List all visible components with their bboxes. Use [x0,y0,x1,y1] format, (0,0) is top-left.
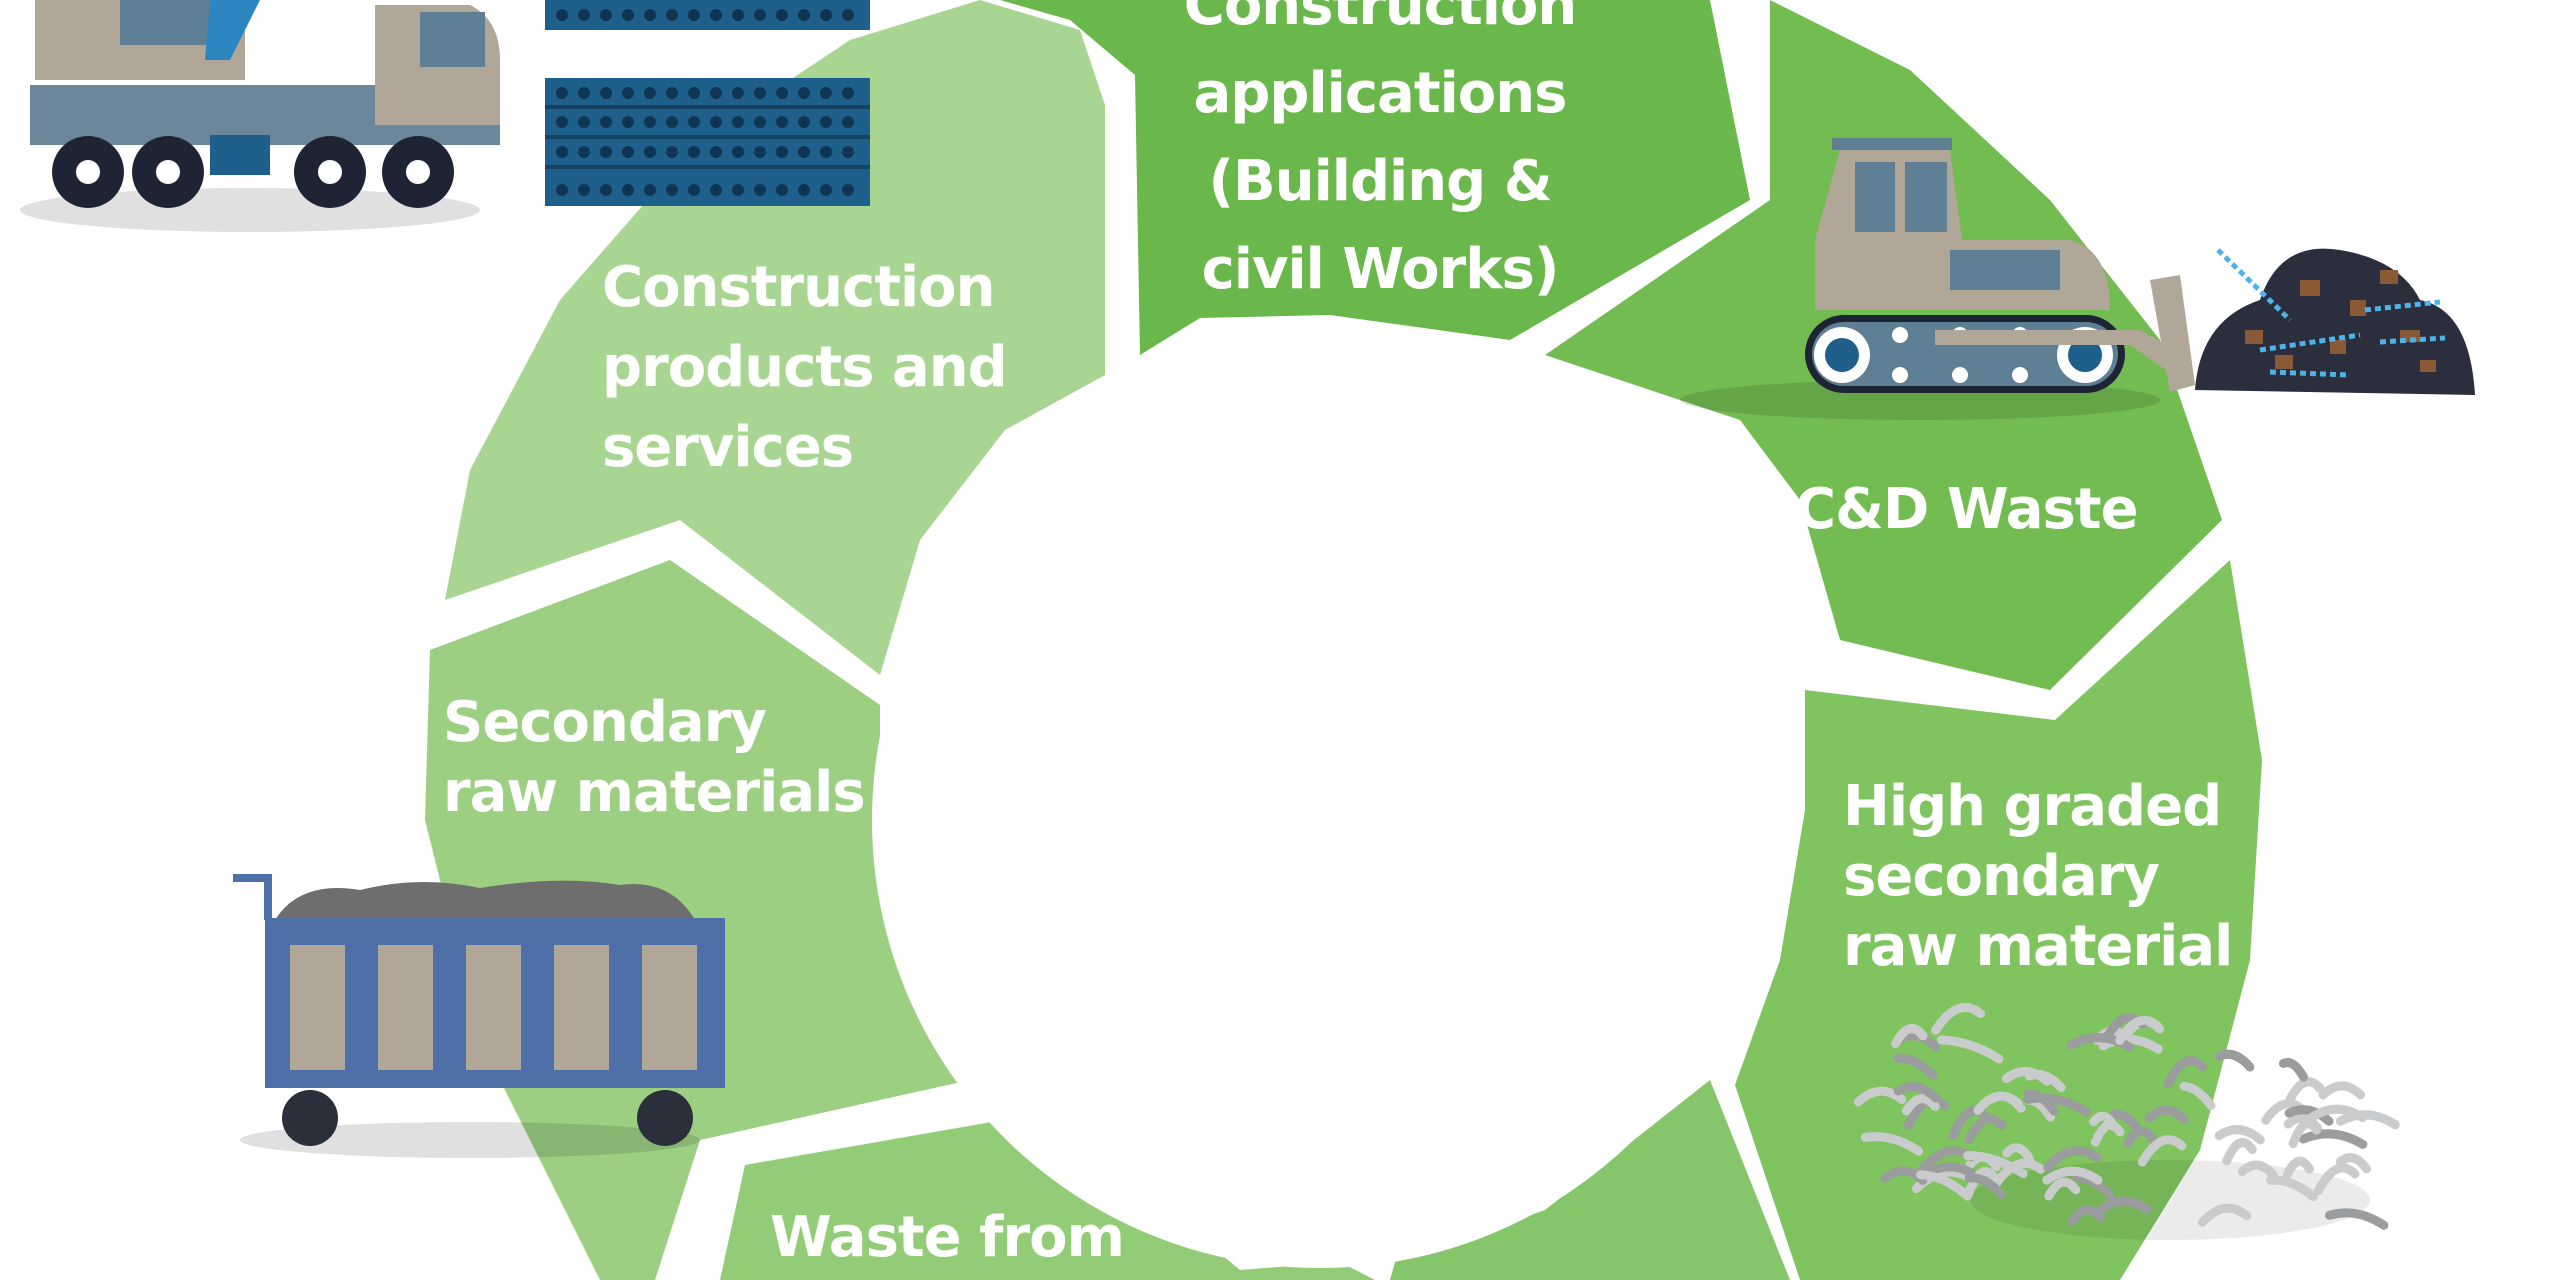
label-line: applications [1193,61,1568,126]
gravel-cart-icon [233,874,725,1158]
label-waste-from: Waste from [770,1198,1125,1278]
label-construction-applications: Construction applications (Building & ci… [1160,0,1600,314]
crane-truck-icon [20,0,500,232]
rubble-pile-icon [2195,248,2475,395]
label-high-graded-secondary-raw-material: High graded secondary raw material [1843,772,2233,982]
metal-scrap-icon [1853,1003,2400,1240]
label-line: services [602,415,854,480]
label-line: Construction [602,255,996,320]
label-line: C&D Waste [1795,477,2139,542]
label-line: Construction [1183,0,1578,38]
center-hole [872,372,1768,1268]
label-line: civil Works) [1201,237,1560,302]
segment-construction-products-and-services [445,0,1105,675]
bulldozer-icon [1680,138,2195,420]
label-line: raw material [1843,914,2233,979]
label-line: Secondary [443,690,767,755]
precast-slabs-icon [545,0,870,206]
label-construction-products-and-services: Construction products and services [602,248,1008,488]
segment-construction-applications [1000,0,1750,355]
label-line: products and [602,335,1008,400]
label-line: raw materials [443,760,866,825]
label-cd-waste: C&D Waste [1795,470,2139,550]
label-secondary-raw-materials: Secondary raw materials [443,688,866,828]
label-line: (Building & [1208,149,1552,214]
label-line: Waste from [770,1205,1125,1270]
label-line: High graded [1843,774,2222,839]
label-line: secondary [1843,844,2160,909]
segment-waste-from [720,1118,1375,1280]
